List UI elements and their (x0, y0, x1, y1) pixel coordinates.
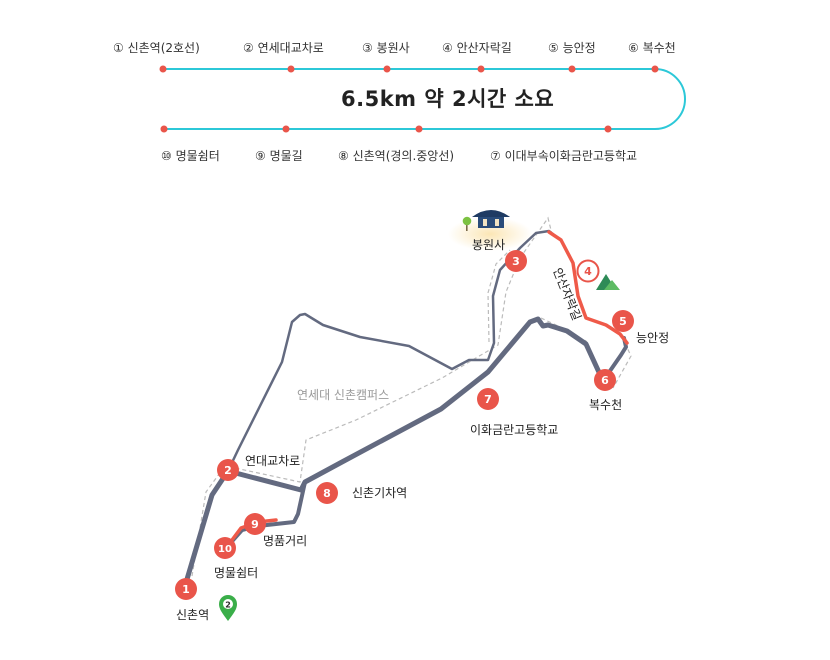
marker-10-label: 명물쉼터 (214, 566, 258, 580)
route-gray-main (182, 316, 606, 589)
timeline-dot-8[interactable] (415, 125, 423, 133)
marker-3-label: 봉원사 (472, 238, 505, 252)
marker-3-number: 3 (512, 255, 520, 268)
marker-8[interactable]: 8 (316, 482, 338, 504)
marker-6-label: 복수천 (589, 397, 622, 412)
temple-icon (472, 210, 510, 228)
marker-2-label: 연대교차로 (245, 454, 300, 468)
marker-5-number: 5 (619, 315, 627, 328)
marker-1[interactable]: 1 (175, 578, 197, 600)
timeline-dot-6[interactable] (651, 65, 659, 73)
timeline-dot-7[interactable] (604, 125, 612, 133)
stop-label-5: ⑤ 능안정 (548, 41, 596, 55)
timeline-dot-1[interactable] (159, 65, 167, 73)
marker-8-label: 신촌기차역 (352, 486, 407, 500)
marker-4[interactable]: 4 (576, 259, 600, 283)
marker-9-label: 명품거리 (263, 534, 307, 548)
stop-label-6: ⑥ 복수천 (628, 40, 676, 55)
route-gray-west-ridge (226, 229, 556, 473)
stop-label-8: ⑧ 신촌역(경의.중앙선) (338, 149, 454, 163)
marker-2[interactable]: 2 (217, 459, 239, 481)
marker-2-number: 2 (224, 464, 232, 477)
subway-pin-number: 2 (225, 601, 231, 610)
marker-5[interactable]: 5 (612, 310, 634, 332)
timeline-dot-2[interactable] (287, 65, 295, 73)
route-timeline: ① 신촌역(2호선) ② 연세대교차로 ③ 봉원사 ④ 안산자락길 ⑤ 능안정 … (113, 40, 686, 163)
stop-label-10: ⑩ 명물쉼터 (161, 149, 220, 163)
marker-6-number: 6 (601, 374, 609, 387)
tree-icon (462, 216, 472, 231)
marker-7-label: 이화금란고등학교 (470, 423, 558, 437)
route-map: 안산자락길 연세대 신촌캠퍼스 1 2 3 4 5 6 (175, 210, 669, 622)
mountain-icon (596, 274, 620, 290)
marker-4-number: 4 (584, 265, 592, 278)
marker-10-number: 10 (218, 544, 232, 555)
marker-1-number: 1 (182, 583, 190, 596)
timeline-dot-5[interactable] (568, 65, 576, 73)
stop-label-4: ④ 안산자락길 (442, 41, 512, 55)
campus-label: 연세대 신촌캠퍼스 (297, 388, 389, 402)
marker-9-number: 9 (251, 518, 259, 531)
temple-glow (448, 217, 532, 251)
route-red-trail (547, 230, 629, 345)
marker-5-label: 능안정 (636, 331, 669, 345)
stop-label-9: ⑨ 명물길 (255, 149, 303, 163)
timeline-dot-4[interactable] (477, 65, 485, 73)
stop-label-2: ② 연세대교차로 (243, 41, 324, 55)
subway-pin-icon[interactable]: 2 (219, 595, 237, 621)
timeline-dot-10[interactable] (160, 125, 168, 133)
timeline-dot-3[interactable] (383, 65, 391, 73)
marker-9[interactable]: 9 (244, 513, 266, 535)
stop-label-1: ① 신촌역(2호선) (113, 41, 200, 55)
stop-label-7: ⑦ 이대부속이화금란고등학교 (490, 149, 637, 163)
timeline-line (163, 68, 686, 130)
marker-7-number: 7 (484, 393, 492, 406)
route-summary: 6.5km 약 2시간 소요 (341, 87, 554, 111)
timeline-dot-9[interactable] (282, 125, 290, 133)
marker-8-number: 8 (323, 487, 331, 500)
stop-label-3: ③ 봉원사 (362, 41, 410, 55)
marker-10[interactable]: 10 (214, 537, 236, 559)
marker-7[interactable]: 7 (477, 388, 499, 410)
marker-1-label: 신촌역 (176, 608, 209, 622)
marker-3[interactable]: 3 (505, 250, 527, 272)
marker-6[interactable]: 6 (594, 369, 616, 391)
